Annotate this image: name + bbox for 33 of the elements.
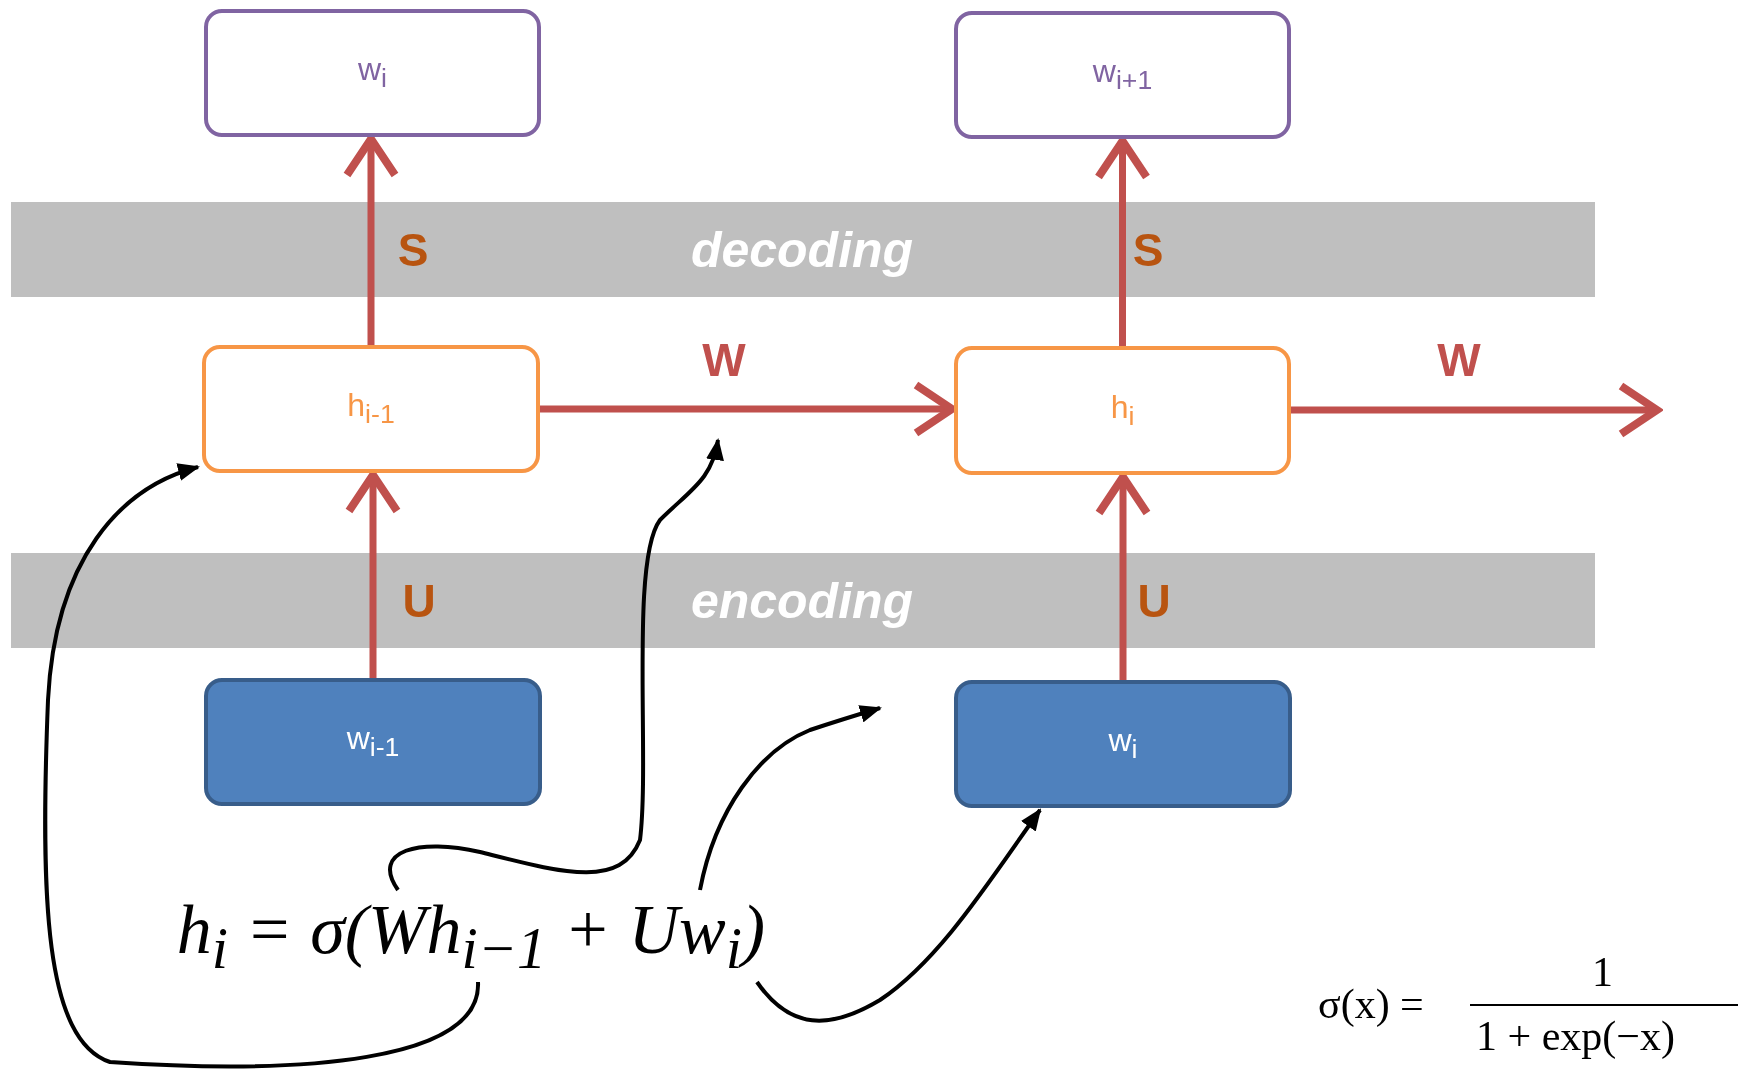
arrow [1291,382,1661,438]
word-label: w$_{i-1}$ [346,722,400,762]
layer-label: decoding [690,221,914,279]
arrow [1095,473,1151,680]
arrow [343,135,399,345]
weight-label: U [1137,574,1171,628]
weight-label: U [402,574,436,628]
layer-label: encoding [690,572,914,630]
arrow [1094,137,1151,346]
arrow [540,381,956,437]
fraction-denominator: 1 + exp(−x) [1476,1012,1675,1060]
fraction-numerator: 1 [1592,948,1613,996]
arrow [345,471,401,678]
weight-label: S [397,223,429,277]
weight-label: W [1437,333,1481,387]
weight-label: W [702,333,746,387]
weight-label: S [1132,223,1164,277]
hidden-state-box [954,346,1291,475]
curved-arrow [755,808,1042,1023]
word-label: w$_{i}$ [1108,724,1138,764]
input-word-box [954,680,1292,808]
output-word-box [954,11,1291,139]
sigmoid-formula: σ(x) = [1318,980,1424,1028]
word-label: w$_{i}$ [357,53,387,93]
input-word-box [204,678,542,806]
word-label: h$_{i-1}$ [347,389,395,429]
equation: h$_{i}$ = σ(Wh$_{i−1}$ + Uw$_{i}$) [176,890,766,982]
curved-arrow [43,464,480,1069]
output-word-box [204,9,541,137]
hidden-state-box [202,345,540,473]
curved-arrow [698,705,882,891]
word-label: w$_{i+1}$ [1092,55,1153,95]
word-label: h$_{i}$ [1110,390,1135,431]
